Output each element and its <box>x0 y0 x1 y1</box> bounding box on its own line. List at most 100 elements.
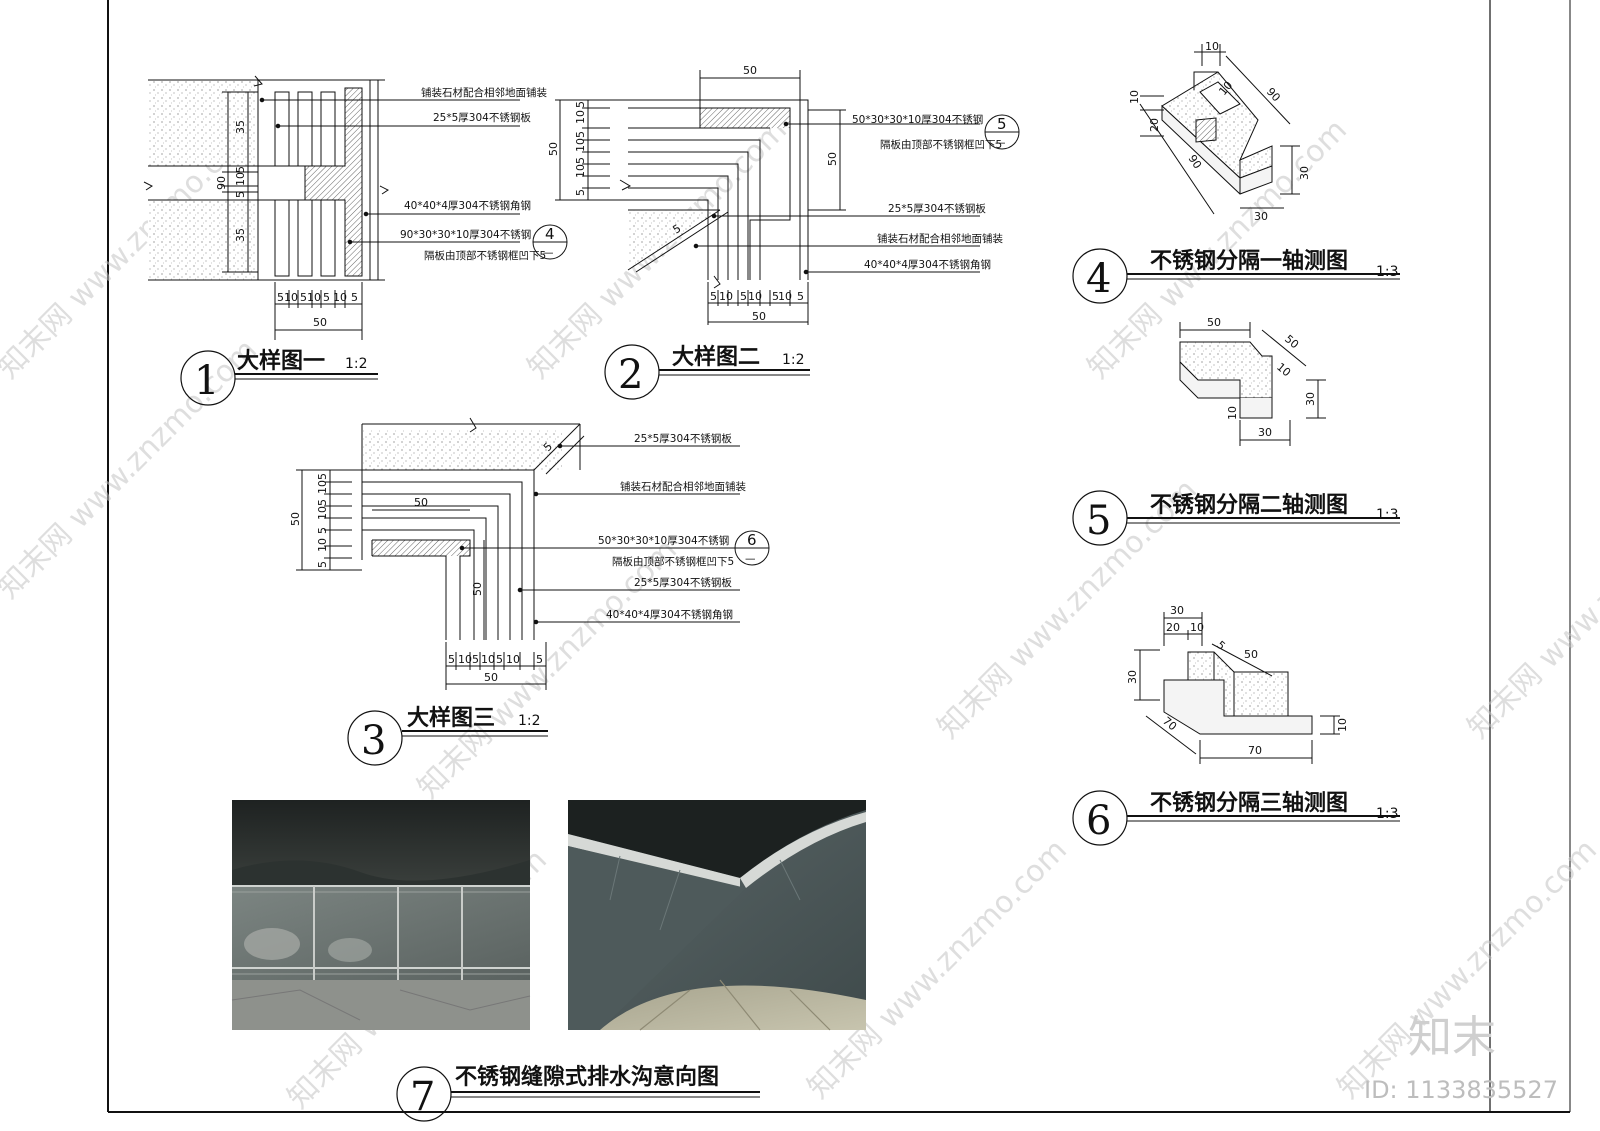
d2-dim-b-0: 5 <box>710 290 717 303</box>
d1-dim-left-total: 90 <box>215 176 228 190</box>
iso3-dim-b: 10 <box>1190 621 1204 634</box>
d2-dim-b-3: 10 <box>748 290 762 303</box>
d2-note-3: 25*5厚304不锈钢板 <box>888 202 986 215</box>
iso1-dim-height: 30 <box>1298 166 1311 180</box>
d1-dim-b-5: 10 <box>333 291 347 304</box>
iso1-dim-base: 30 <box>1254 210 1268 223</box>
d3-note-6: 40*40*4厚304不锈钢角钢 <box>606 608 733 621</box>
sheet-border <box>107 0 1571 1113</box>
d1-dim-left-4: 35 <box>234 228 247 242</box>
d3-note-1: 25*5厚304不锈钢板 <box>634 432 732 445</box>
iso-1-labels: 10 90 10 10 20 90 30 30 <box>1128 40 1311 223</box>
d3-dim-b-0: 5 <box>448 653 455 666</box>
d3-dim-b-3: 10 <box>481 653 495 666</box>
d2-dim-b-1: 10 <box>719 290 733 303</box>
d2-dim-l-3: 10 <box>574 138 587 152</box>
d3-note-2: 铺装石材配合相邻地面铺装 <box>620 480 746 493</box>
d3-dim-b-2: 5 <box>472 653 479 666</box>
iso1-dim-left-long: 90 <box>1186 152 1205 171</box>
d3-dim-l-3: 10 <box>316 506 329 520</box>
iso2-number: 5 <box>1086 498 1111 544</box>
d2-dim-b-5: 10 <box>778 290 792 303</box>
d3-dim-l-6: 5 <box>316 561 329 568</box>
detail-1-section <box>143 75 568 340</box>
iso1-number: 4 <box>1086 256 1111 302</box>
detail-1-labels: 铺装石材配合相邻地面铺装 25*5厚304不锈钢板 40*40*4厚304不锈钢… <box>215 86 555 329</box>
d3-title: 大样图三 <box>407 705 495 731</box>
d1-dim-b-0: 5 <box>277 291 284 304</box>
d2-dim-left-total: 50 <box>547 142 560 156</box>
d2-note-4: 铺装石材配合相邻地面铺装 <box>877 232 1003 245</box>
d1-note-3: 40*40*4厚304不锈钢角钢 <box>404 199 531 212</box>
d1-dim-b-3: 10 <box>307 291 321 304</box>
d1-number: 1 <box>194 358 219 404</box>
d2-number: 2 <box>618 352 643 398</box>
iso3-dim-base: 70 <box>1248 744 1262 757</box>
id-text: ID: 1133835527 <box>1364 1076 1558 1104</box>
d3-dim-inner: 50 <box>414 496 428 509</box>
d1-dim-left-3: 5 <box>234 191 247 198</box>
d3-dim-l-4: 5 <box>316 527 329 534</box>
d1-note-1: 铺装石材配合相邻地面铺装 <box>421 86 547 99</box>
d1-dim-b-total: 50 <box>313 316 327 329</box>
d1-title: 大样图一 <box>237 348 325 374</box>
iso1-scale: 1:3 <box>1376 264 1399 280</box>
iso-2-title-block: 5 不锈钢分隔二轴测图 1:3 <box>1072 490 1400 546</box>
d3-dim-b-4: 5 <box>496 653 503 666</box>
d3-dim-l-1: 10 <box>316 480 329 494</box>
d2-dim-b-6: 5 <box>797 290 804 303</box>
iso3-scale: 1:3 <box>1376 806 1399 822</box>
d2-scale: 1:2 <box>782 352 805 368</box>
d2-ref-bottom: — <box>995 137 1006 149</box>
detail-1-title-block: 1 大样图一 1:2 <box>180 348 378 406</box>
d3-scale: 1:2 <box>518 713 541 729</box>
d3-dim-left-total: 50 <box>289 512 302 526</box>
d3-dim-b-1: 10 <box>458 653 472 666</box>
d3-dim-l-2: 5 <box>316 499 329 506</box>
iso-2-drawing <box>1179 322 1326 446</box>
d1-scale: 1:2 <box>345 356 368 372</box>
iso1-dim-h1: 10 <box>1128 90 1141 104</box>
d3-ref-top: 6 <box>747 531 757 549</box>
detail-2-section <box>555 70 1020 325</box>
d3-dim-b-total: 50 <box>484 671 498 684</box>
d2-title: 大样图二 <box>672 344 760 370</box>
iso3-dim-a: 20 <box>1166 621 1180 634</box>
d2-dim-b-total: 50 <box>752 310 766 323</box>
d1-note-5: 隔板由顶部不锈钢框凹下5 <box>424 249 546 262</box>
detail-3-title-block: 3 大样图三 1:2 <box>347 705 548 766</box>
iso1-dim-long: 90 <box>1264 85 1283 104</box>
iso3-dim-top: 30 <box>1170 604 1184 617</box>
iso-3-drawing <box>1134 612 1340 764</box>
d2-note-2: 隔板由顶部不锈钢框凹下5 <box>880 138 1002 151</box>
d3-dim-b-5: 10 <box>506 653 520 666</box>
d3-note-4: 隔板由顶部不锈钢框凹下5 <box>612 555 734 568</box>
d2-dim-l-0: 5 <box>574 101 587 108</box>
d2-note-1: 50*30*30*10厚304不锈钢 <box>852 113 983 126</box>
iso-3-title-block: 6 不锈钢分隔三轴测图 1:3 <box>1072 790 1400 846</box>
d1-dim-left-0: 35 <box>234 120 247 134</box>
d2-ref-top: 5 <box>997 115 1007 133</box>
d1-dim-b-6: 5 <box>351 291 358 304</box>
detail-3-section <box>296 417 770 690</box>
d1-dim-left-2: 10 <box>234 172 247 186</box>
iso2-dim-left: 10 <box>1226 406 1239 420</box>
svg-text:知末网 www.znzmo.com: 知末网 www.znzmo.com <box>411 533 684 806</box>
svg-text:知末网 www.znzmo.com: 知末网 www.znzmo.com <box>1461 473 1600 746</box>
iso2-scale: 1:3 <box>1376 507 1399 523</box>
iso2-dim-base: 30 <box>1258 426 1272 439</box>
d2-dim-l-1: 10 <box>574 110 587 124</box>
d3-ref-bottom: — <box>745 553 756 565</box>
d1-dim-b-4: 5 <box>323 291 330 304</box>
d2-dim-l-5: 10 <box>574 164 587 178</box>
d1-ref-top: 4 <box>545 225 555 243</box>
photos-title-block: 7 不锈钢缝隙式排水沟意向图 <box>396 1064 760 1122</box>
d2-dim-l-2: 5 <box>574 131 587 138</box>
d3-note-5: 25*5厚304不锈钢板 <box>634 576 732 589</box>
d3-dim-l-5: 10 <box>316 538 329 552</box>
iso3-dim-diag: 5 <box>1214 638 1228 652</box>
iso-1-drawing <box>1139 44 1300 215</box>
detail-2-labels: 50*30*30*10厚304不锈钢 隔板由顶部不锈钢框凹下5 25*5厚304… <box>547 64 1007 323</box>
photo-1 <box>231 800 531 1030</box>
svg-text:知末网 www.znzmo.com: 知末网 www.znzmo.com <box>0 333 264 606</box>
